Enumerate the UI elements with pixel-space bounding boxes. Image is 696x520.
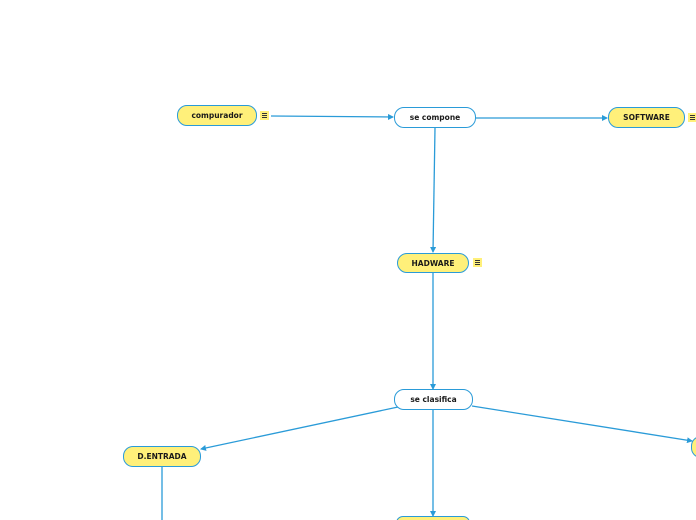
- node-partial-bottom[interactable]: [396, 516, 470, 520]
- node-hadware-label: HADWARE: [411, 258, 455, 268]
- note-icon[interactable]: [260, 111, 269, 120]
- note-icon[interactable]: [473, 258, 482, 267]
- node-se-clasifica-label: se clasifica: [410, 395, 457, 404]
- edge-compurador-to-se-compone: [270, 113, 394, 120]
- edge-se-clasifica-to-d-entrada: [200, 406, 399, 451]
- node-se-compone-label: se compone: [409, 113, 461, 122]
- edge-se-clasifica-to-right: [471, 405, 693, 444]
- node-compurador[interactable]: compurador: [177, 105, 257, 126]
- node-se-clasifica[interactable]: se clasifica: [394, 389, 473, 410]
- node-compurador-label: compurador: [191, 111, 243, 120]
- node-d-entrada-label: D.ENTRADA: [137, 452, 187, 461]
- node-software-label: SOFTWARE: [623, 113, 670, 122]
- node-software[interactable]: SOFTWARE: [608, 107, 685, 128]
- edge-se-compone-to-hadware: [430, 127, 437, 253]
- node-hadware[interactable]: HADWARE: [397, 253, 469, 273]
- note-icon[interactable]: [688, 113, 696, 122]
- node-se-compone[interactable]: se compone: [394, 107, 476, 128]
- node-d-entrada[interactable]: D.ENTRADA: [123, 446, 201, 467]
